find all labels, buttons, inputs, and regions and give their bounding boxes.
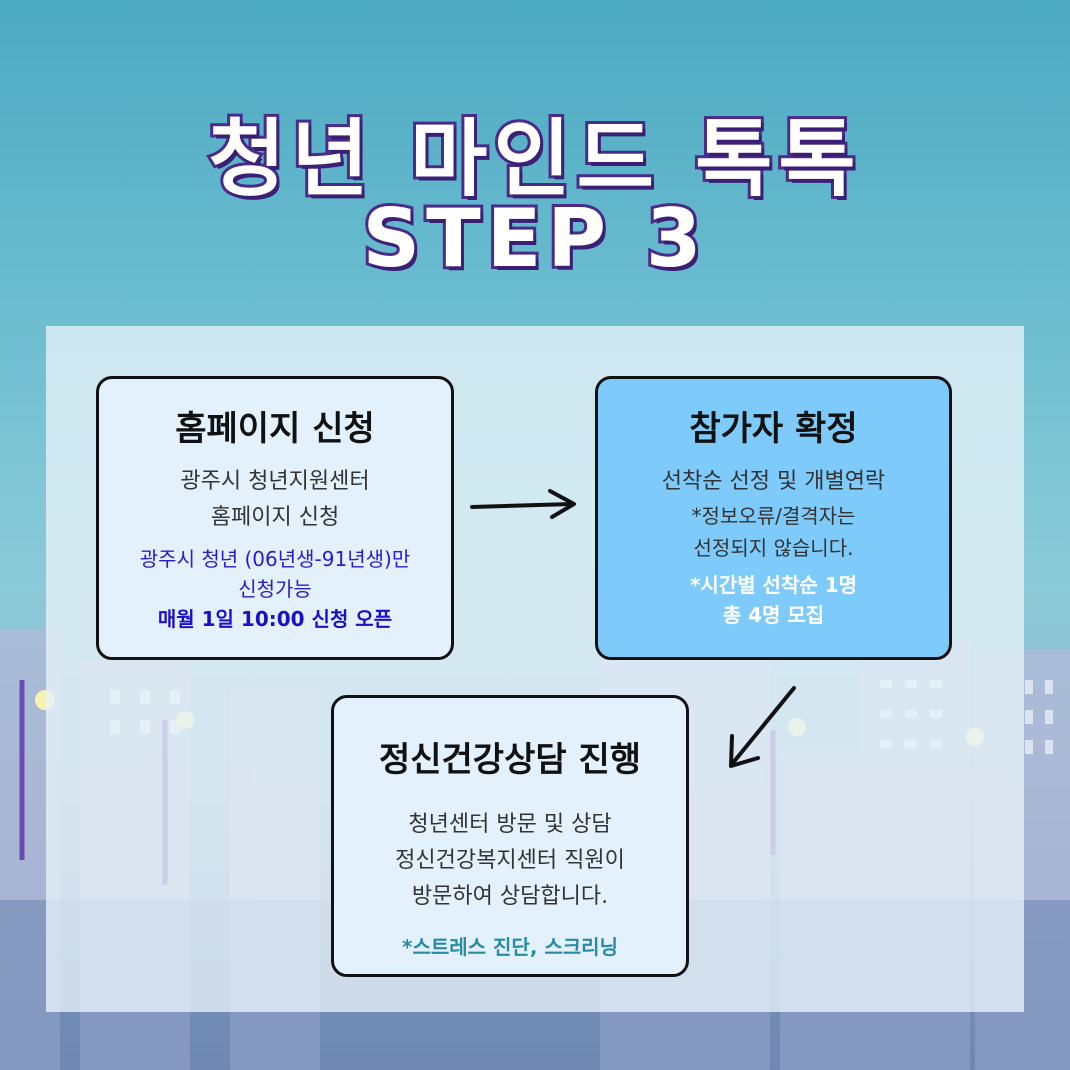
step-note: 신청가능	[238, 577, 312, 601]
step-note: *시간별 선착순 1명	[689, 573, 858, 597]
step-card-confirm: 참가자 확정 선착순 선정 및 개별연락 *정보오류/결격자는 선정되지 않습니…	[595, 376, 952, 660]
step-note: 총 4명 모집	[722, 603, 825, 627]
step-note: 광주시 청년 (06년생-91년생)만	[139, 547, 411, 571]
arrow-right-icon	[470, 489, 576, 519]
poster-subtitle-step: STEP 3	[360, 189, 708, 288]
step-desc: 선정되지 않습니다.	[693, 536, 854, 560]
poster-title: 청년 마인드 톡톡	[205, 107, 862, 211]
step-desc: 청년센터 방문 및 상담	[408, 812, 612, 837]
step-desc: 선착순 선정 및 개별연락	[661, 469, 886, 494]
step-desc: 방문하여 상담합니다.	[411, 884, 609, 909]
step-desc: *정보오류/결격자는	[691, 504, 856, 528]
step-card-apply: 홈페이지 신청 광주시 청년지원센터 홈페이지 신청 광주시 청년 (06년생-…	[96, 376, 454, 660]
step-desc: 광주시 청년지원센터	[180, 469, 370, 494]
step-note-open-time: 매월 1일 10:00 신청 오픈	[157, 607, 393, 631]
step-card-counseling: 정신건강상담 진행 청년센터 방문 및 상담 정신건강복지센터 직원이 방문하여…	[331, 695, 689, 977]
step-heading: 참가자 확정	[689, 409, 858, 449]
step-desc: 홈페이지 신청	[210, 505, 340, 530]
step-desc: 정신건강복지센터 직원이	[395, 848, 625, 873]
step-heading: 홈페이지 신청	[175, 409, 375, 449]
step-heading: 정신건강상담 진행	[378, 740, 642, 780]
arrow-down-left-icon	[729, 686, 796, 768]
step-note: *스트레스 진단, 스크리닝	[402, 935, 618, 959]
